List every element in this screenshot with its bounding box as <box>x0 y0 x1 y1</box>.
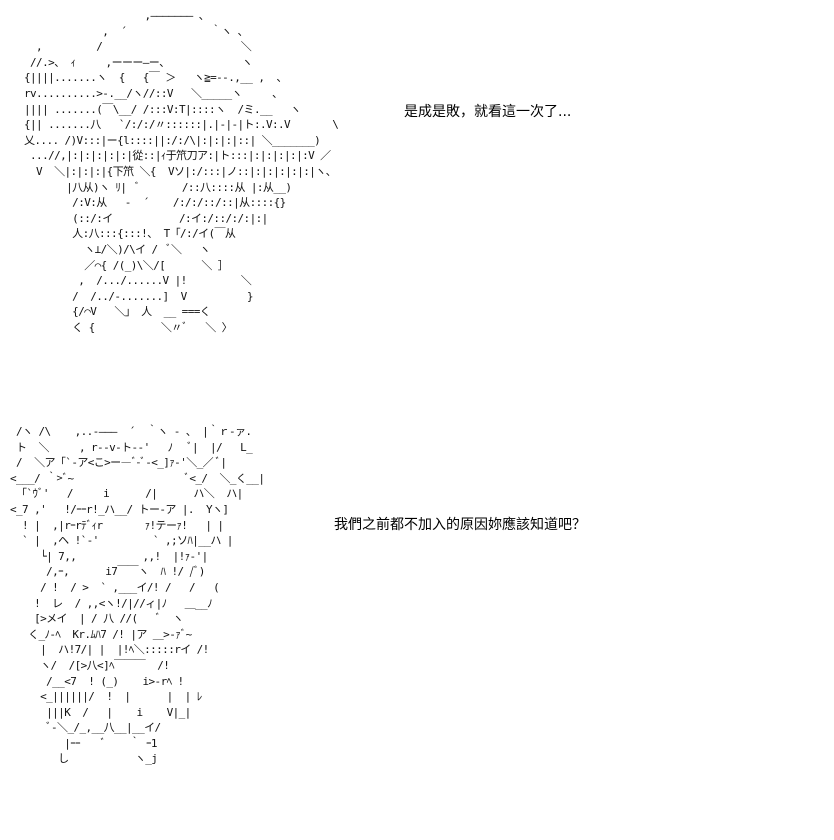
dialogue-line-top: 是成是敗，就看這一次了... <box>404 104 572 120</box>
dialogue-line-bottom: 我們之前都不加入的原因妳應該知道吧？ <box>334 517 586 533</box>
ascii-art-character-bottom: /ヽ /\ ,..-――― ´ ｀ヽ ‐ 、 |｀ｒ‐ァ. ト ＼ , r‐‐v… <box>10 425 265 766</box>
ascii-art-character-top: ,――――――― 、 , ´ ｀ヽ 、 , / ＼ //.>、 ｨ ,ーーー―ー… <box>24 9 339 334</box>
panel-bottom: /ヽ /\ ,..-――― ´ ｀ヽ ‐ 、 |｀ｒ‐ァ. ト ＼ , r‐‐v… <box>0 410 834 840</box>
panel-top: ,――――――― 、 , ´ ｀ヽ 、 , / ＼ //.>、 ｨ ,ーーー―ー… <box>0 0 834 400</box>
